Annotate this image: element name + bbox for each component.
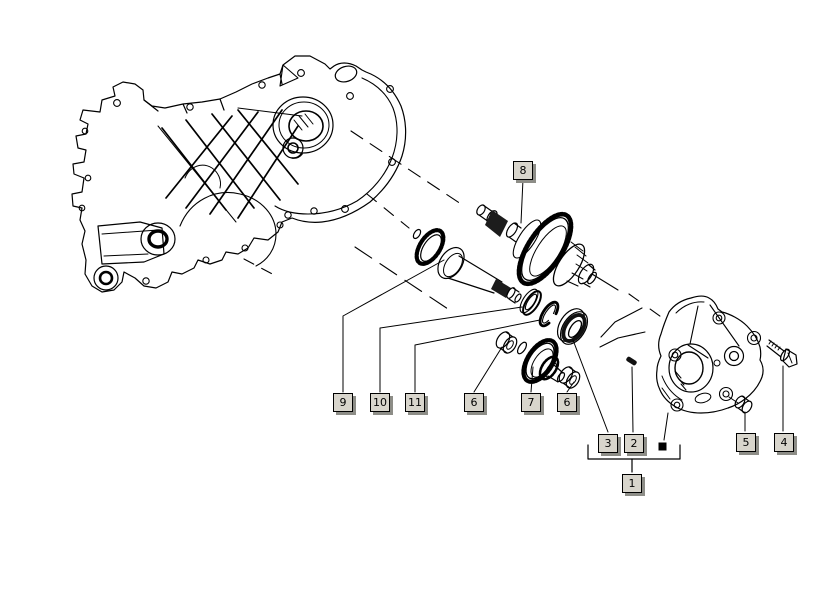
- drive-shaft-gear-drawing: [476, 204, 597, 288]
- dowel-drawing: [734, 395, 753, 414]
- callout-button-5[interactable]: 5: [736, 433, 756, 452]
- callout-button-11[interactable]: 11: [405, 393, 425, 412]
- bearing-drawing: [556, 308, 589, 345]
- diagram-artwork: [71, 55, 798, 473]
- assembly-bracket: [587, 442, 681, 473]
- gearbox-cover-drawing: [656, 295, 764, 414]
- callout-button-9[interactable]: 9: [333, 393, 353, 412]
- parts-diagram: 8 9 10 11 6 7 6 3 2 1 5 4: [40, 16, 833, 584]
- callout-button-6-left[interactable]: 6: [464, 393, 484, 412]
- crankcase-drawing: [71, 55, 407, 293]
- pin-drawing: [626, 356, 637, 366]
- callout-button-1[interactable]: 1: [622, 474, 642, 493]
- assembly-anchor-square: [658, 442, 667, 451]
- output-shaft-pinion-drawing: [412, 228, 522, 304]
- assembly-axis-lines: [243, 130, 665, 348]
- idler-gear-drawing: [495, 331, 581, 389]
- washer-drawing: [519, 288, 542, 316]
- callout-button-2[interactable]: 2: [624, 434, 644, 453]
- bolt-drawing: [766, 339, 798, 368]
- callout-button-10[interactable]: 10: [370, 393, 390, 412]
- callout-button-7[interactable]: 7: [521, 393, 541, 412]
- callout-button-6-right[interactable]: 6: [557, 393, 577, 412]
- callout-button-8[interactable]: 8: [513, 161, 533, 180]
- circlip-drawing: [538, 300, 560, 328]
- callout-button-4[interactable]: 4: [774, 433, 794, 452]
- leader-lines: [342, 178, 784, 441]
- callout-button-3[interactable]: 3: [598, 434, 618, 453]
